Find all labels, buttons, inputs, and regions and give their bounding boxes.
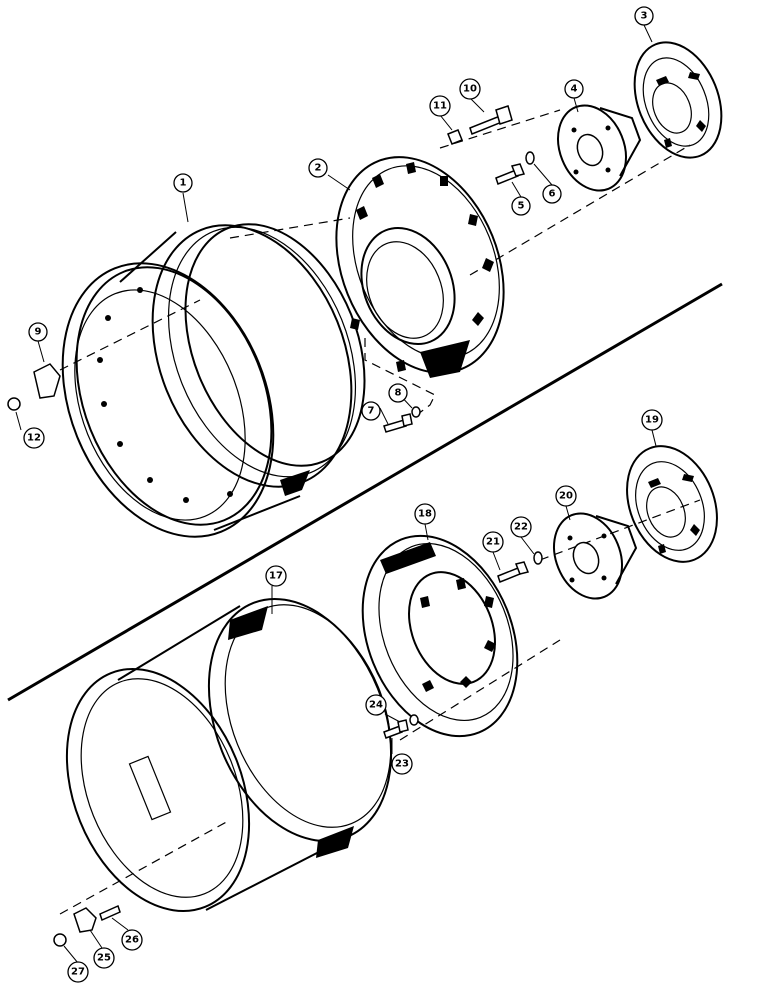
callout-9-label: 9 [35, 327, 42, 338]
callout-6: 6 [542, 184, 562, 204]
flange-part-19 [626, 445, 718, 563]
callout-22: 22 [510, 516, 532, 538]
callout-22-label: 22 [514, 522, 528, 533]
washer-part-24 [409, 714, 419, 726]
rim-part-1 [61, 223, 366, 538]
callout-18: 18 [414, 503, 436, 525]
callout-8-label: 8 [395, 388, 402, 399]
callout-12: 12 [23, 427, 45, 449]
callout-27: 27 [67, 961, 89, 983]
clamp-part-25 [73, 907, 97, 933]
callout-7-label: 7 [368, 406, 375, 417]
callout-17: 17 [265, 565, 287, 587]
nut-part-12 [7, 397, 21, 411]
callout-3: 3 [634, 6, 654, 26]
callout-25: 25 [93, 947, 115, 969]
callout-23: 23 [391, 753, 413, 775]
callout-21-label: 21 [486, 537, 500, 548]
callout-10: 10 [459, 78, 481, 100]
callout-1-label: 1 [180, 178, 187, 189]
washer-part-8 [411, 406, 421, 418]
flange-part-3 [633, 41, 723, 159]
callout-21: 21 [482, 531, 504, 553]
callout-1: 1 [173, 173, 193, 193]
callout-5-label: 5 [518, 201, 525, 212]
section-divider-line [7, 282, 723, 702]
callout-24-label: 24 [369, 700, 383, 711]
bolt-part-7 [383, 413, 413, 433]
callout-26: 26 [121, 929, 143, 951]
callout-4: 4 [564, 79, 584, 99]
callout-19: 19 [641, 409, 663, 431]
callout-20-label: 20 [559, 491, 573, 502]
callout-23-label: 23 [395, 759, 409, 770]
callout-18-label: 18 [418, 509, 432, 520]
callout-25-label: 25 [97, 953, 111, 964]
leader-lines [15, 24, 657, 964]
hub-part-4 [557, 104, 642, 192]
callout-6-label: 6 [549, 189, 556, 200]
bolt-part-21 [497, 561, 530, 583]
callout-8: 8 [388, 383, 408, 403]
callout-27-label: 27 [71, 967, 85, 978]
callout-9: 9 [28, 322, 48, 342]
lower-wheel-assembly [53, 445, 718, 947]
nut-part-27 [53, 933, 67, 947]
bolt-part-23 [383, 719, 409, 739]
callout-2: 2 [308, 158, 328, 178]
washer-part-22 [533, 551, 543, 565]
wheel-center-part-18 [361, 534, 519, 738]
bolt-part-5 [495, 163, 526, 185]
rim-part-17 [65, 598, 393, 912]
callout-11: 11 [429, 95, 451, 117]
callout-24: 24 [365, 694, 387, 716]
callout-19-label: 19 [645, 415, 659, 426]
callout-7: 7 [361, 401, 381, 421]
hub-part-20 [553, 512, 638, 600]
washer-part-6 [525, 151, 535, 165]
stud-part-26 [99, 904, 121, 922]
nut-part-11 [447, 129, 463, 145]
wheel-center-part-2 [335, 156, 505, 378]
callout-4-label: 4 [571, 84, 578, 95]
callout-3-label: 3 [641, 11, 648, 22]
callout-10-label: 10 [463, 84, 477, 95]
callout-20: 20 [555, 485, 577, 507]
callout-26-label: 26 [125, 935, 139, 946]
callout-17-label: 17 [269, 571, 283, 582]
clamp-part-9 [33, 363, 61, 399]
upper-wheel-assembly [7, 41, 723, 538]
bolt-part-10 [469, 105, 513, 135]
callout-5: 5 [511, 196, 531, 216]
callout-2-label: 2 [315, 163, 322, 174]
callout-12-label: 12 [27, 433, 41, 444]
callout-11-label: 11 [433, 101, 447, 112]
